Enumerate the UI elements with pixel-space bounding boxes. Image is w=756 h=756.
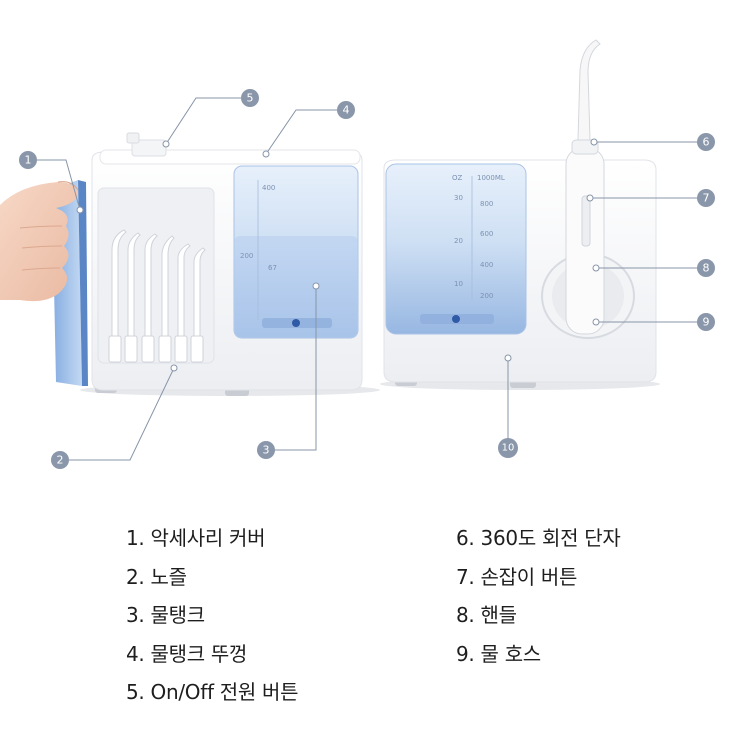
svg-text:9: 9 xyxy=(703,316,710,329)
tank-mark: 20 xyxy=(454,237,463,245)
tank-mark: 600 xyxy=(480,230,493,238)
tank-mark: 200 xyxy=(480,292,493,300)
callout-anchors xyxy=(76,138,600,372)
svg-text:10: 10 xyxy=(502,443,515,454)
legend-item: 7. 손잡이 버튼 xyxy=(456,564,578,589)
callout-badge-4: 4 xyxy=(337,101,355,119)
callout-badge-10: 10 xyxy=(498,438,518,458)
callout-badge-7: 7 xyxy=(697,189,715,207)
legend-item: 9. 물 호스 xyxy=(456,641,541,666)
left-unit: 400 200 67 xyxy=(0,132,380,396)
tank-mark: 1000ML xyxy=(477,174,505,182)
legend-item: 5. On/Off 전원 버튼 xyxy=(126,680,299,704)
legend-item: 8. 핸들 xyxy=(456,603,517,627)
callout-badge-1: 1 xyxy=(19,151,37,169)
legend-item: 4. 물탱크 뚜껑 xyxy=(126,641,248,666)
hand-illustration xyxy=(0,181,79,302)
callout-badge-2: 2 xyxy=(51,451,69,469)
svg-text:7: 7 xyxy=(703,192,710,205)
tank-mark: 30 xyxy=(454,194,463,202)
callout-badge-5: 5 xyxy=(241,89,259,107)
tank-mark: 400 xyxy=(262,184,275,192)
legend-left: 1. 악세사리 커버 2. 노즐 3. 물탱크 4. 물탱크 뚜껑 5. On/… xyxy=(126,526,299,719)
callout-lines xyxy=(28,97,704,461)
callout-badge-6: 6 xyxy=(697,133,715,151)
svg-text:3: 3 xyxy=(263,444,270,457)
handle-illustration xyxy=(565,39,605,335)
callout-badge-8: 8 xyxy=(697,259,715,277)
callout-badge-9: 9 xyxy=(697,313,715,331)
svg-text:5: 5 xyxy=(247,92,254,105)
legend-item: 3. 물탱크 xyxy=(126,603,205,627)
nozzle-set xyxy=(108,229,206,363)
svg-text:2: 2 xyxy=(57,454,64,467)
svg-text:8: 8 xyxy=(703,262,710,275)
tank-mark: 200 xyxy=(240,252,253,260)
svg-text:4: 4 xyxy=(343,104,350,117)
right-water-tank: OZ 30 20 10 1000ML 800 600 400 200 xyxy=(385,163,527,335)
left-water-tank: 400 200 67 xyxy=(233,165,359,339)
callout-badge-3: 3 xyxy=(257,441,275,459)
legend-item: 6. 360도 회전 단자 xyxy=(456,526,621,550)
tank-mark: 10 xyxy=(454,280,463,288)
tank-mark: 800 xyxy=(480,200,493,208)
legend-right: 6. 360도 회전 단자 7. 손잡이 버튼 8. 핸들 9. 물 호스 xyxy=(456,526,621,680)
svg-text:6: 6 xyxy=(703,136,710,149)
svg-text:1: 1 xyxy=(25,154,32,167)
tank-mark: 67 xyxy=(268,264,277,272)
product-illustration: 400 200 67 OZ 30 20 10 1000ML 800 600 40… xyxy=(0,39,715,469)
legend-item: 2. 노즐 xyxy=(126,564,187,589)
legend-item: 1. 악세사리 커버 xyxy=(126,526,266,550)
tank-mark: OZ xyxy=(452,174,463,182)
right-unit: OZ 30 20 10 1000ML 800 600 400 200 xyxy=(380,39,660,390)
tank-mark: 400 xyxy=(480,261,493,269)
